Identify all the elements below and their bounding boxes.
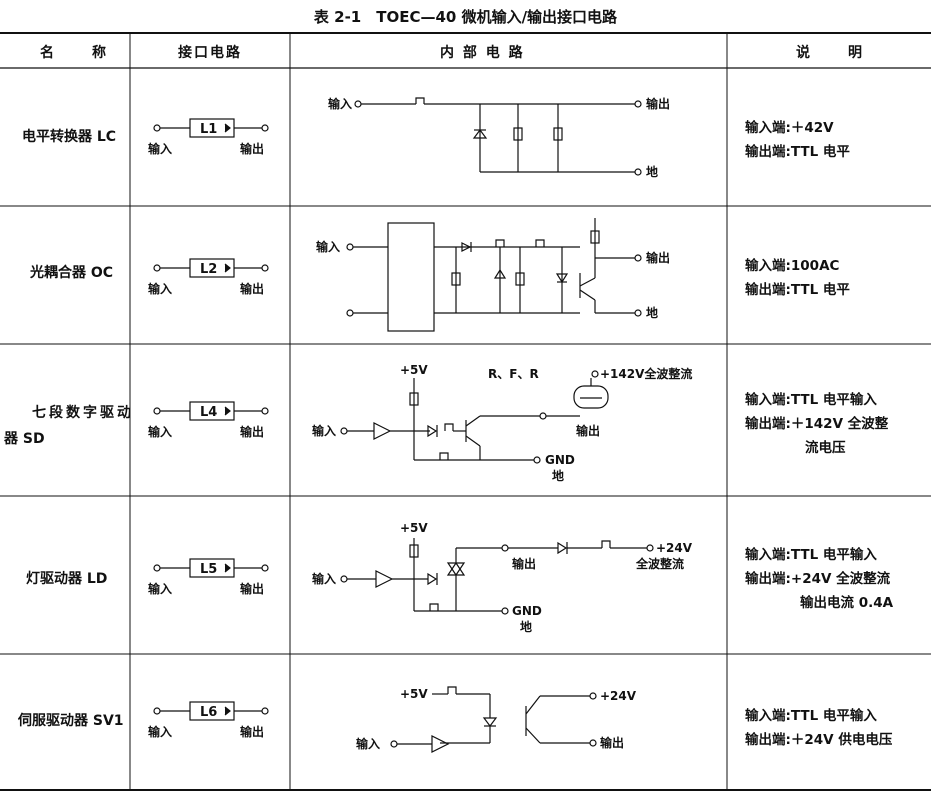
out-label: 输出 (240, 581, 264, 596)
row4-name: 灯驱动器 LD (26, 571, 108, 587)
note-line: 输出端:TTL 电平 (745, 282, 850, 298)
table-caption: 表 2-1 TOEC—40 微机输入/输出接口电路 (313, 8, 618, 26)
box-label-l1: L1 (200, 122, 217, 137)
interface-l1 (153, 118, 269, 138)
label-in: 输入 (316, 239, 340, 254)
label-24v: +24V (656, 541, 693, 555)
label-full-wave: 全波整流 (635, 556, 684, 571)
box-label-l4: L4 (200, 405, 217, 420)
label-out: 输出 (646, 250, 670, 265)
out-label: 输出 (240, 424, 264, 439)
label-out: 输出 (646, 96, 670, 111)
note-line: 输入端:100AC (745, 258, 840, 274)
row1-note: 输入端:＋42V 输出端:TTL 电平 (745, 116, 850, 164)
note-line: 输出端:＋24V 供电电压 (745, 732, 893, 748)
label-gnd: 地 (520, 619, 532, 634)
box-label-l2: L2 (200, 262, 217, 277)
interface-l5 (153, 558, 269, 578)
box-label-l5: L5 (200, 562, 217, 577)
in-label: 输入 (148, 581, 172, 596)
label-gnd: 地 (646, 305, 658, 320)
circuit-lamp-driver (340, 538, 654, 615)
row2-name: 光耦合器 OC (30, 265, 114, 281)
note-line: 输出端:＋142V 全波整 (745, 416, 889, 432)
interface-l4 (153, 401, 269, 421)
label-5v: +5V (400, 521, 428, 535)
label-142v: +142V全波整流 (600, 366, 692, 381)
out-label: 输出 (240, 281, 264, 296)
in-label: 输入 (148, 424, 172, 439)
label-in: 输入 (312, 571, 336, 586)
label-5v: +5V (400, 687, 428, 701)
interface-column: L1 L2 L4 L5 L6 输入 输出 输入 输出 输入 输出 输入 输出 输… (148, 118, 269, 739)
header-interface: 接口电路 (178, 45, 242, 61)
note-line: 输入端:TTL 电平输入 (745, 392, 877, 408)
header-internal: 内 部 电 路 (440, 45, 525, 61)
header-note: 说 明 (796, 45, 874, 61)
row2-note: 输入端:100AC 输出端:TTL 电平 (745, 254, 850, 302)
label-out: 输出 (576, 423, 600, 438)
circuit-optocoupler (346, 218, 642, 332)
interface-l6 (153, 701, 269, 721)
in-label: 输入 (148, 141, 172, 156)
circuit-servo-driver (390, 686, 597, 753)
row3-note: 输入端:TTL 电平输入 输出端:＋142V 全波整 流电压 (745, 388, 888, 460)
label-in: 输入 (356, 736, 380, 751)
row5-name: 伺服驱动器 SV1 (18, 713, 124, 729)
in-label: 输入 (148, 724, 172, 739)
row3-name-line2: 器 SD (4, 431, 45, 447)
label-gnd: 地 (646, 164, 658, 179)
note-line: 输出电流 0.4A (800, 595, 894, 611)
note-line: 输入端:TTL 电平输入 (745, 708, 877, 724)
header-name: 名 称 (40, 45, 118, 61)
out-label: 输出 (240, 724, 264, 739)
label-in: 输入 (328, 96, 352, 111)
row1-name: 电平转换器 LC (22, 129, 117, 145)
label-gnd: 地 (552, 468, 564, 483)
in-label: 输入 (148, 281, 172, 296)
label-out: 输出 (512, 556, 536, 571)
label-out: 输出 (600, 735, 624, 750)
internal-circuits: 输入 输出 地 输入 输出 地 +5V R、F、R +142V全波整流 输入 输… (312, 96, 693, 753)
note-line: 输出端:TTL 电平 (745, 144, 850, 160)
note-line: 输入端:TTL 电平输入 (745, 547, 877, 563)
label-in: 输入 (312, 423, 336, 438)
note-line: 输入端:＋42V (745, 120, 834, 136)
interface-l2 (153, 258, 269, 278)
circuit-level-converter (354, 97, 642, 176)
label-gnd-en: GND (512, 604, 542, 618)
label-gnd-en: GND (545, 453, 575, 467)
label-rfr: R、F、R (488, 367, 539, 381)
out-label: 输出 (240, 141, 264, 156)
note-line: 流电压 (805, 440, 846, 456)
label-5v: +5V (400, 363, 428, 377)
circuit-seven-segment-driver (340, 370, 609, 464)
box-label-l6: L6 (200, 705, 217, 720)
row3-name-line1: 七段数字驱动 (32, 405, 134, 421)
note-line: 输出端:+24V 全波整流 (745, 571, 891, 587)
row5-note: 输入端:TTL 电平输入 输出端:＋24V 供电电压 (745, 704, 892, 752)
row4-note: 输入端:TTL 电平输入 输出端:+24V 全波整流 输出电流 0.4A (745, 543, 893, 615)
label-24v: +24V (600, 689, 637, 703)
